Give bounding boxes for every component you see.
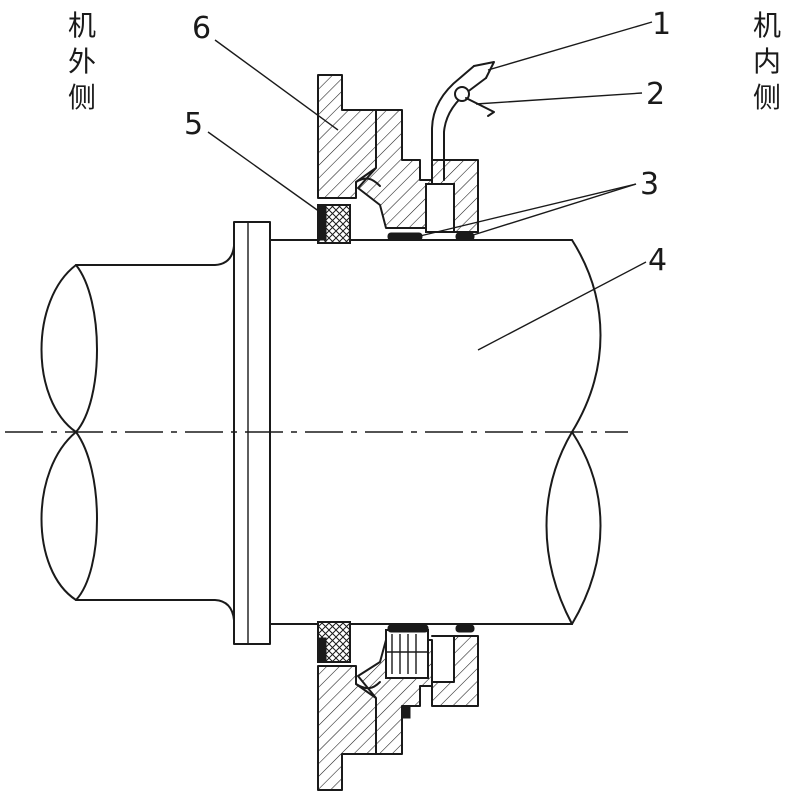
- callout-6: 6: [192, 11, 211, 46]
- lower-lip-seal: [318, 622, 350, 662]
- callout-5: 5: [184, 107, 203, 142]
- lower-seal-pads: [388, 625, 474, 632]
- lower-spring-pack: [386, 630, 428, 678]
- lower-bearing-ring: [432, 636, 478, 706]
- upper-lip-seal: [318, 205, 350, 243]
- shaft-flange: [234, 222, 270, 644]
- upper-bearing-ring: [426, 160, 478, 232]
- callout-4: 4: [648, 243, 667, 278]
- left-shaft: [42, 246, 235, 620]
- callout-2: 2: [646, 77, 665, 112]
- callout-1: 1: [652, 7, 671, 42]
- callout-3: 3: [640, 167, 659, 202]
